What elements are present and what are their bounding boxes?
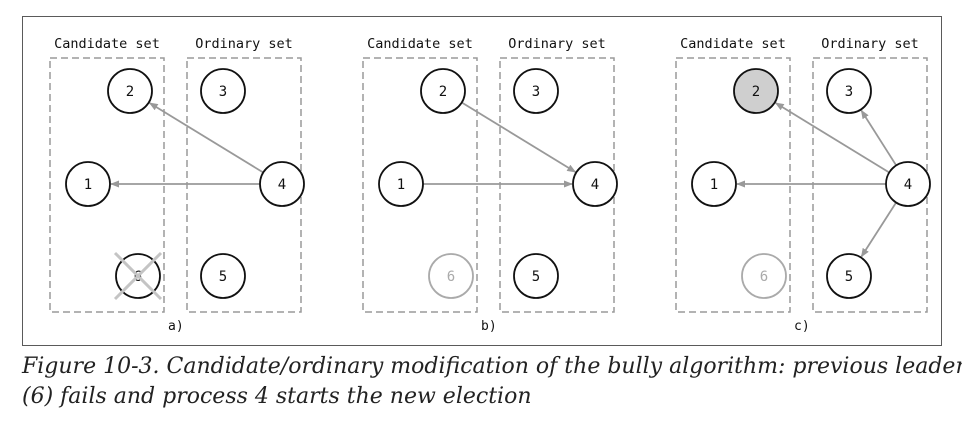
process-node-3 [513, 68, 559, 114]
process-label-5: 5 [845, 269, 853, 285]
process-node-3 [200, 68, 246, 114]
candidate-set-box [362, 57, 478, 313]
panel-label: c) [794, 319, 810, 334]
process-label-3: 3 [532, 84, 540, 100]
process-node-4 [572, 161, 618, 207]
process-node-5 [826, 253, 872, 299]
process-label-4: 4 [591, 177, 599, 193]
candidate-set-title: Candidate set [54, 36, 160, 52]
process-node-4 [259, 161, 305, 207]
figure-frame: Candidate set Ordinary set 2 1 6 3 4 5 a) Candida… [22, 16, 942, 346]
edge-2-to-4 [461, 101, 577, 173]
panel-label: a) [168, 319, 184, 334]
panel-3: Candidate set Ordinary set 2 1 6 3 4 5 c) [675, 36, 931, 334]
candidate-set-box [49, 57, 165, 313]
process-node-6 [741, 253, 787, 299]
ordinary-set-title: Ordinary set [508, 36, 606, 52]
process-node-4 [885, 161, 931, 207]
process-label-2: 2 [126, 84, 134, 100]
edge-4-to-3 [860, 109, 897, 166]
process-label-5: 5 [532, 269, 540, 285]
process-label-6: 6 [760, 269, 768, 285]
process-label-1: 1 [397, 177, 405, 193]
candidate-set-title: Candidate set [680, 36, 786, 52]
ordinary-set-box [812, 57, 928, 313]
ordinary-set-box [186, 57, 302, 313]
edge-4-to-2 [774, 102, 890, 174]
edge-4-to-2 [148, 102, 264, 174]
process-label-3: 3 [845, 84, 853, 100]
process-node-5 [200, 253, 246, 299]
process-node-2 [733, 68, 779, 114]
panel-label: b) [481, 319, 497, 334]
figure-caption-line1: Figure 10-3. Candidate/ordinary modifica… [22, 354, 962, 379]
process-node-2 [107, 68, 153, 114]
process-node-2 [420, 68, 466, 114]
crash-mark-icon [113, 251, 163, 301]
panel-2: Candidate set Ordinary set 2 1 6 3 4 5 b) [362, 36, 618, 334]
candidate-set-title: Candidate set [367, 36, 473, 52]
process-node-1 [378, 161, 424, 207]
process-label-2: 2 [752, 84, 760, 100]
process-label-1: 1 [710, 177, 718, 193]
process-label-2: 2 [439, 84, 447, 100]
process-label-1: 1 [84, 177, 92, 193]
process-node-1 [691, 161, 737, 207]
ordinary-set-title: Ordinary set [195, 36, 293, 52]
process-label-4: 4 [278, 177, 286, 193]
process-label-6: 6 [447, 269, 455, 285]
process-node-3 [826, 68, 872, 114]
figure-caption-line2: (6) fails and process 4 starts the new e… [22, 384, 532, 409]
ordinary-set-title: Ordinary set [821, 36, 919, 52]
process-node-1 [65, 161, 111, 207]
process-label-4: 4 [904, 177, 912, 193]
candidate-set-box [675, 57, 791, 313]
bully-algorithm-diagram: Candidate set Ordinary set 2 1 6 3 4 5 a) Candida… [49, 36, 931, 334]
edge-4-to-5 [860, 202, 897, 258]
ordinary-set-box [499, 57, 615, 313]
process-label-3: 3 [219, 84, 227, 100]
process-label-5: 5 [219, 269, 227, 285]
process-node-5 [513, 253, 559, 299]
process-node-6 [428, 253, 474, 299]
